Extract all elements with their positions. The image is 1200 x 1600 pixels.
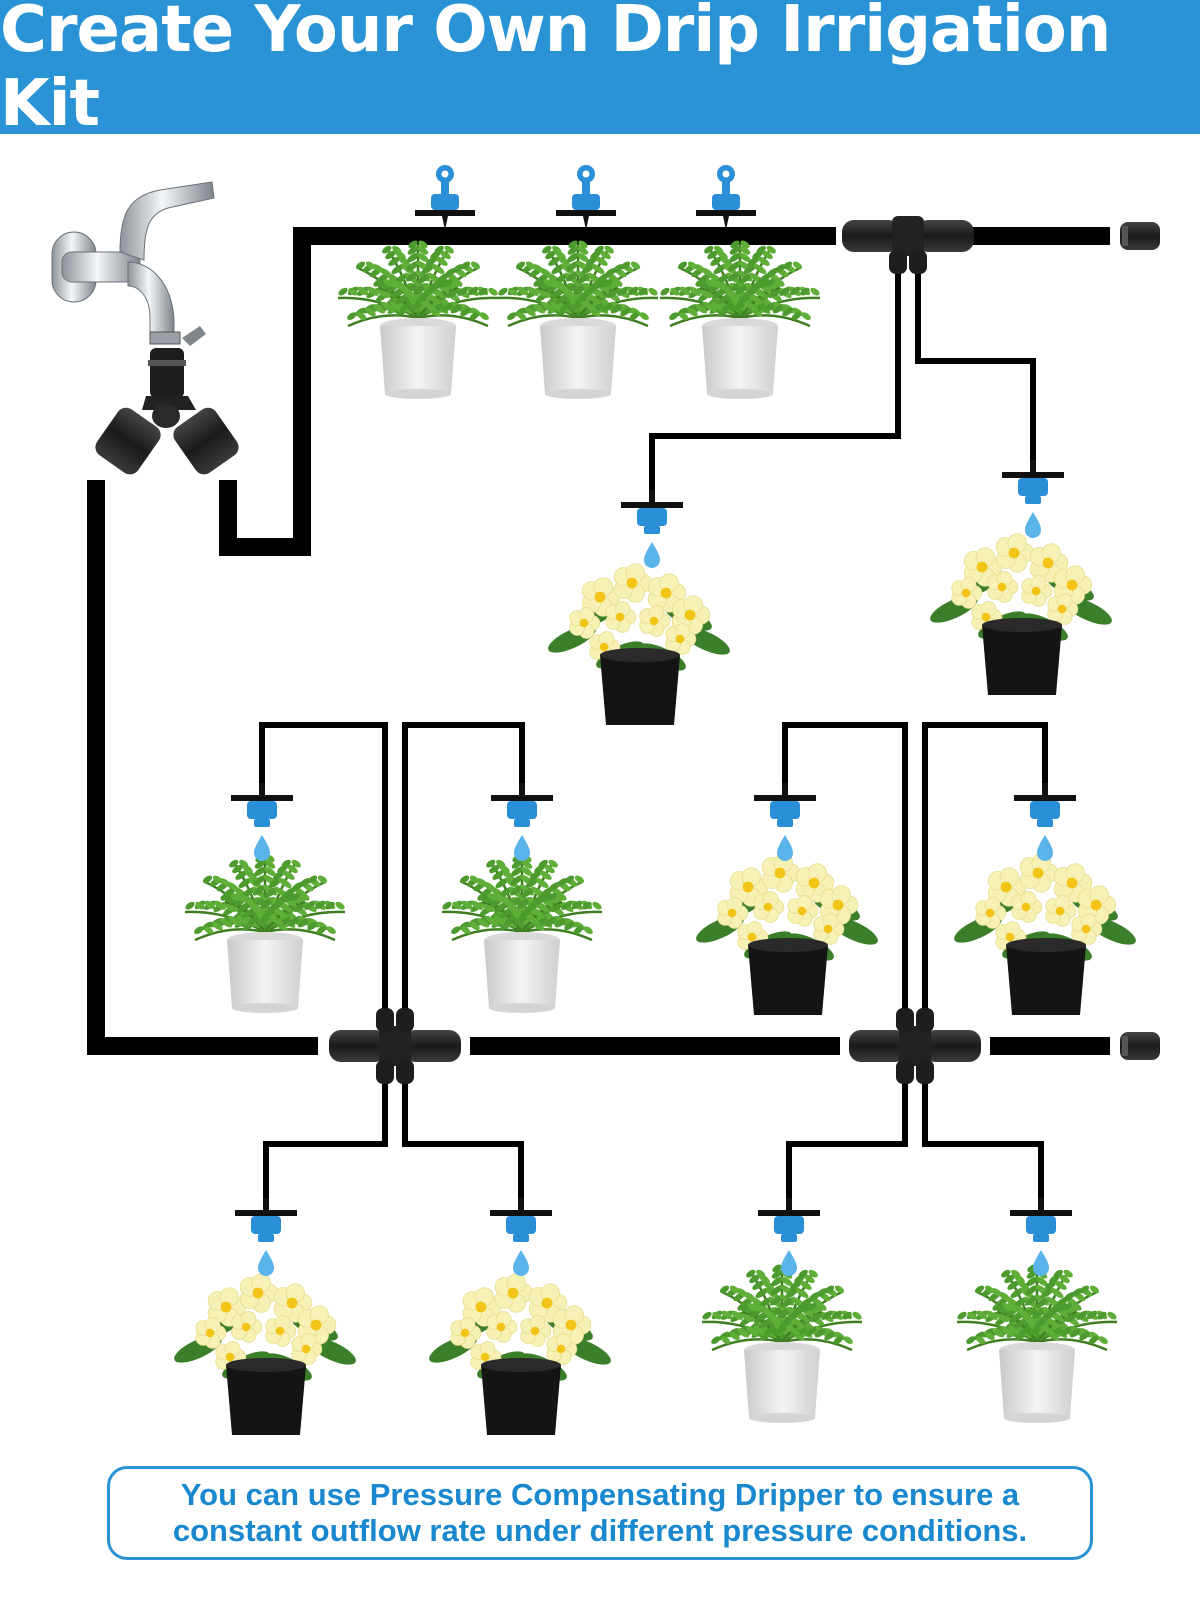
dripper-icon [491, 783, 553, 827]
micro-tube [922, 1082, 1044, 1210]
micro-tube [402, 722, 525, 1012]
micro-tube [402, 1082, 524, 1210]
fern-pot-icon [956, 1264, 1118, 1423]
dripper-icon [1014, 783, 1076, 827]
fern-pot-icon [184, 854, 346, 1013]
fern-pot-icon [497, 240, 659, 399]
end-plug-icon [1120, 1032, 1160, 1060]
flower-pot-icon [930, 533, 1112, 695]
dripper-icon [754, 783, 816, 827]
dripper-icon [490, 1198, 552, 1242]
fern-pot-icon [701, 1264, 863, 1423]
micro-tube [786, 1082, 908, 1210]
micro-tube [263, 1082, 388, 1210]
page-title: Create Your Own Drip Irrigation Kit [0, 0, 1111, 141]
end-plug-icon [1120, 222, 1160, 250]
dripper-icon [1010, 1198, 1072, 1242]
dripper-icon [621, 490, 683, 534]
main-tube-lower [87, 480, 318, 1055]
dripper-icon [758, 1198, 820, 1242]
micro-tube [259, 722, 388, 1012]
dripper-icon [235, 1198, 297, 1242]
fern-pot-icon [441, 854, 603, 1013]
dripper-icon [556, 165, 616, 230]
water-drop-icon [258, 1250, 274, 1276]
plants [174, 240, 1136, 1435]
water-drop-icon [1033, 1250, 1049, 1276]
water-drop-icon [514, 835, 530, 861]
drippers [231, 165, 1076, 1276]
flower-pot-icon [696, 853, 878, 1015]
dripper-icon [231, 783, 293, 827]
faucet-icon [51, 181, 215, 346]
title-banner: Create Your Own Drip Irrigation Kit [0, 0, 1200, 141]
micro-tube [649, 268, 901, 500]
water-drop-icon [513, 1250, 529, 1276]
micro-tube [922, 722, 1048, 1012]
water-drop-icon [777, 835, 793, 861]
irrigation-diagram [51, 165, 1160, 1435]
dripper-icon [696, 165, 756, 230]
note-line-2: constant outflow rate under different pr… [172, 1513, 1028, 1548]
water-drop-icon [1037, 835, 1053, 861]
flower-pot-icon [954, 853, 1136, 1015]
flower-pot-icon [548, 563, 730, 725]
fern-pot-icon [659, 240, 821, 399]
micro-tube [782, 722, 908, 1012]
fittings [329, 216, 1160, 1084]
water-drop-icon [781, 1250, 797, 1276]
info-note: You can use Pressure Compensating Drippe… [107, 1466, 1093, 1560]
cross-connector-icon [329, 1008, 461, 1084]
fern-pot-icon [337, 240, 499, 399]
flower-pot-icon [174, 1273, 356, 1435]
micro-tube [915, 268, 1036, 472]
flower-pot-icon [429, 1273, 611, 1435]
water-drop-icon [644, 542, 660, 568]
dripper-icon [1002, 460, 1064, 504]
y-splitter-icon [95, 348, 239, 475]
tubing [87, 227, 1110, 1210]
water-drop-icon [254, 835, 270, 861]
tee-connector-icon [842, 216, 974, 274]
main-tube-upper [219, 227, 836, 556]
note-line-1: You can use Pressure Compensating Drippe… [180, 1477, 1020, 1512]
water-drop-icon [1025, 512, 1041, 538]
cross-connector-icon [849, 1008, 981, 1084]
dripper-icon [415, 165, 475, 230]
